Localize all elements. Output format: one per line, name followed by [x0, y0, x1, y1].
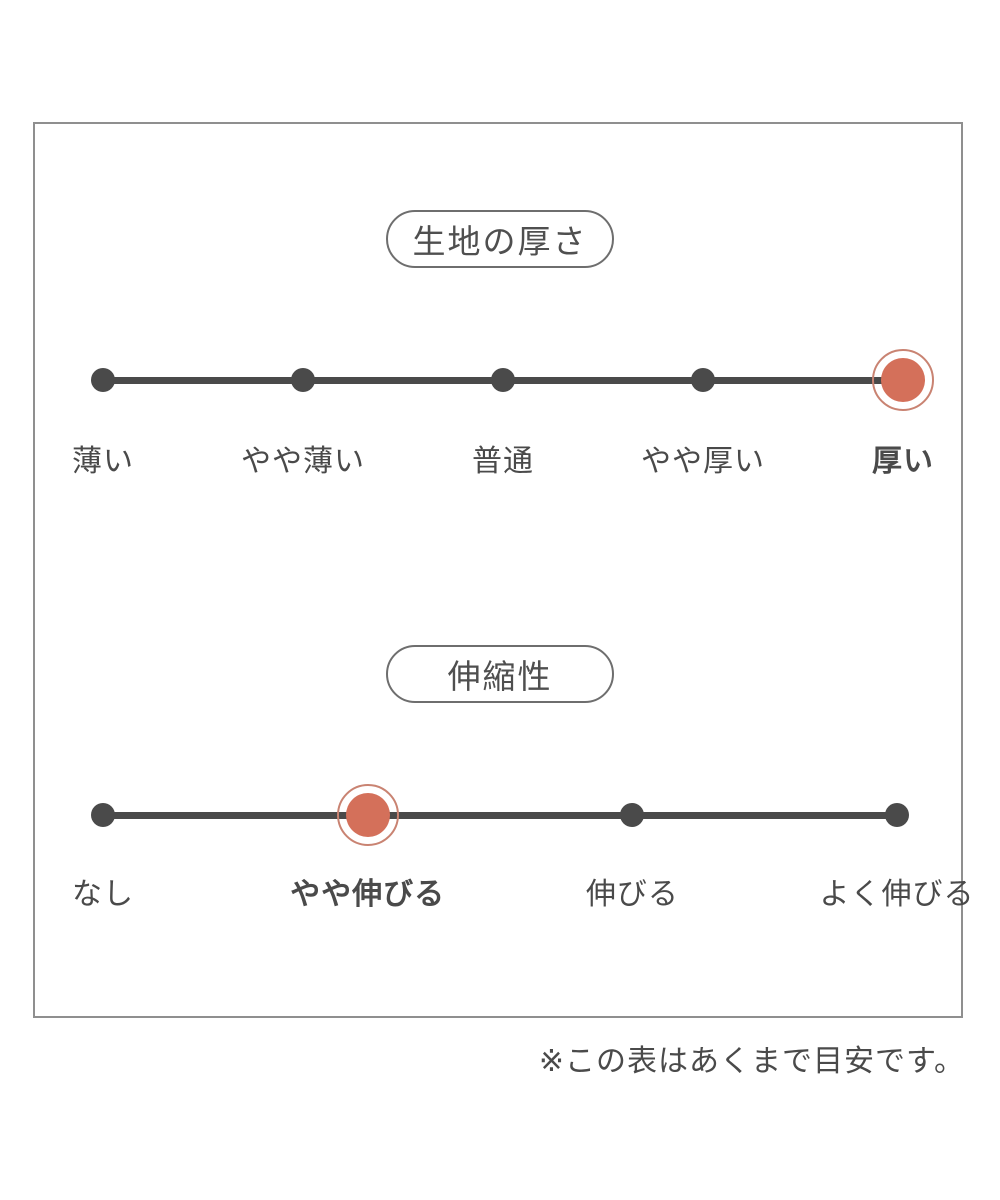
thickness-scale-title: 生地の厚さ: [412, 222, 588, 261]
stretch-scale-title-pill: 伸縮性: [386, 645, 614, 703]
thickness-scale-title-pill: 生地の厚さ: [386, 210, 614, 268]
disclaimer-note: ※この表はあくまで目安です。: [538, 1044, 965, 1079]
stretch-scale-title: 伸縮性: [447, 657, 553, 696]
chart-frame: [33, 122, 963, 1018]
